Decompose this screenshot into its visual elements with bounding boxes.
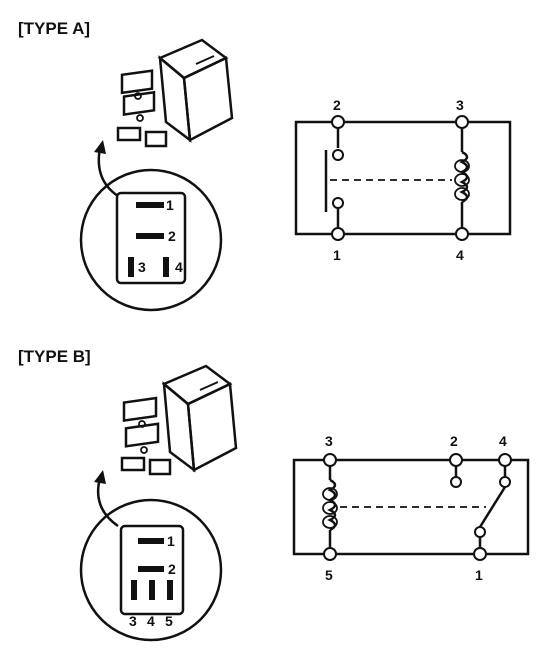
type-b-connector-pin-3: 3 bbox=[129, 613, 137, 629]
type-b-title: [TYPE B] bbox=[18, 347, 91, 366]
type-a-pin-3-label: 3 bbox=[456, 97, 464, 113]
type-b-connector-face bbox=[119, 524, 185, 616]
type-a-connector-circle bbox=[79, 168, 223, 312]
type-a-pin-4-label: 4 bbox=[456, 247, 464, 263]
type-a-relay-illustration bbox=[116, 38, 234, 148]
type-b-connector-circle bbox=[79, 498, 223, 642]
type-a-connector-pin-4: 4 bbox=[175, 259, 183, 275]
type-a-arrow-head bbox=[94, 140, 106, 154]
type-b-pin-4-label: 4 bbox=[499, 433, 507, 449]
type-b-arrow bbox=[96, 477, 119, 528]
type-b-connector-pin-5: 5 bbox=[165, 613, 173, 629]
type-b-connector-pin-4: 4 bbox=[147, 613, 155, 629]
type-b-arrow-head bbox=[94, 470, 106, 484]
type-b-pin-5-label: 5 bbox=[325, 567, 333, 583]
type-a-schematic bbox=[294, 115, 512, 241]
type-a-pin-1-label: 1 bbox=[333, 247, 341, 263]
type-a-connector-pin-1: 1 bbox=[166, 197, 174, 213]
type-b-schematic bbox=[292, 453, 530, 561]
type-b-pin-2-label: 2 bbox=[450, 433, 458, 449]
type-a-arrow bbox=[97, 147, 119, 198]
type-a-connector-pin-3: 3 bbox=[138, 259, 146, 275]
type-b-connector-pin-2: 2 bbox=[168, 561, 176, 577]
type-a-title: [TYPE A] bbox=[18, 19, 90, 38]
type-b-connector-pin-1: 1 bbox=[167, 533, 175, 549]
type-a-pin-2-label: 2 bbox=[333, 97, 341, 113]
type-a-connector-pin-2: 2 bbox=[168, 228, 176, 244]
type-b-pin-1-label: 1 bbox=[475, 567, 483, 583]
type-b-relay-illustration bbox=[120, 364, 238, 476]
type-b-pin-3-label: 3 bbox=[325, 433, 333, 449]
type-a-connector-face bbox=[115, 191, 187, 285]
